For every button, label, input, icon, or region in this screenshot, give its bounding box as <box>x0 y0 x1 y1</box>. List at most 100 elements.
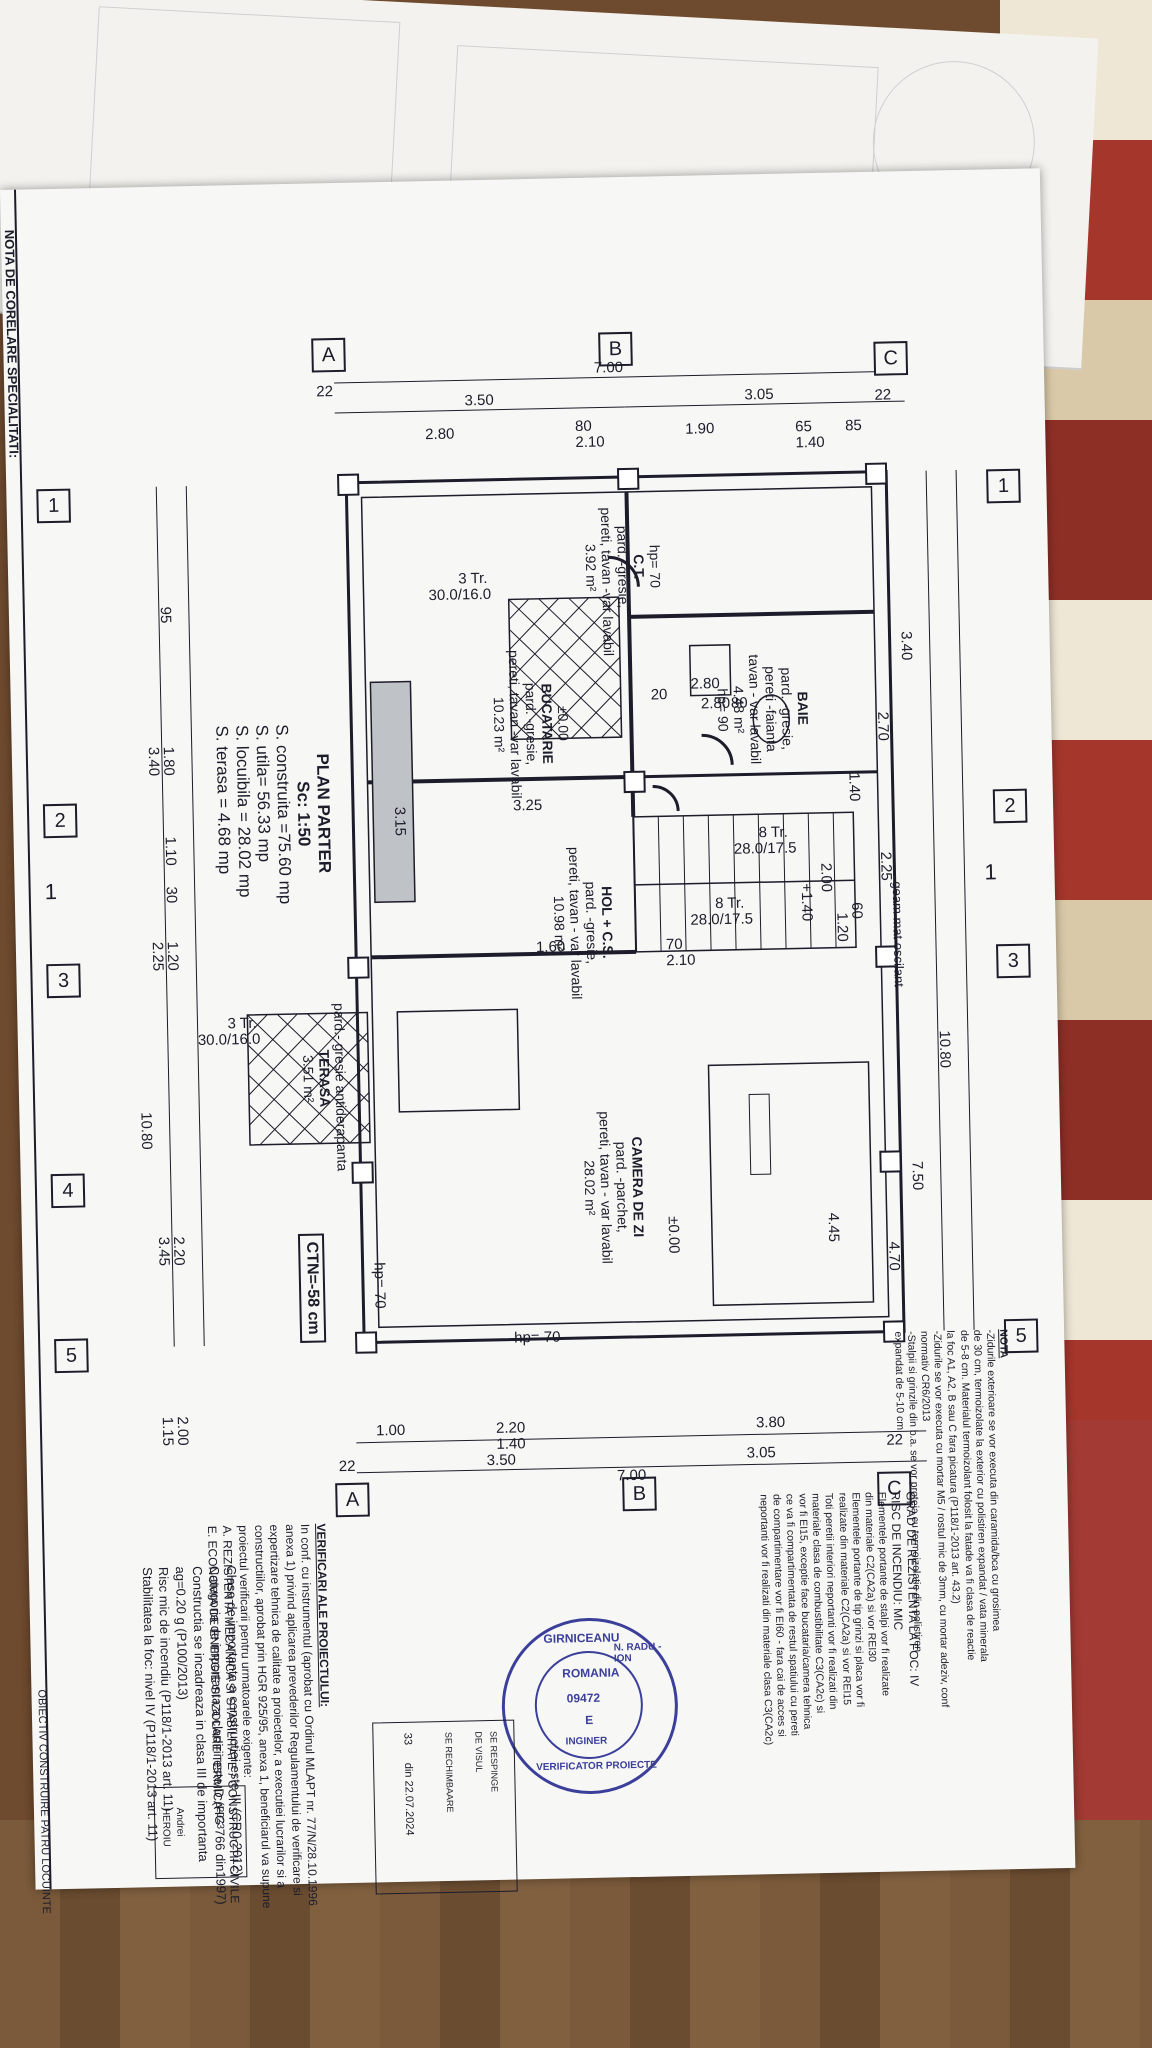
dim-top-left-sub: 2.80 <box>425 425 455 444</box>
label-315: 3.15 <box>391 806 409 837</box>
plan-scale: Sc: 1:50 <box>293 780 314 847</box>
signature-name2: HEROIU <box>159 1807 172 1847</box>
grid-marker-2-left: 2 <box>42 803 78 839</box>
stamp-number: 09472 <box>566 1690 601 1706</box>
dim-top-edge-left: 22 <box>316 383 334 401</box>
dim-top-65: 65 <box>794 418 812 436</box>
dim-bottom-380: 3.80 <box>755 1413 786 1432</box>
dim-left-total: 10.80 <box>137 1111 156 1150</box>
room-hol-name: HOL + C.S. <box>598 886 617 959</box>
grid-marker-2: 2 <box>992 788 1028 824</box>
dim-left-340: 3.40 <box>144 746 163 777</box>
dim-left-120: 1.20 <box>163 941 182 971</box>
room-terasa-area: 3.51 m² <box>299 1054 317 1103</box>
plan-summary: PLAN PARTER Sc: 1:50 S. construita =75.6… <box>211 723 335 906</box>
dim-right-140: 1.40 <box>845 772 863 802</box>
stairs-inner-1: 8 Tr. <box>758 823 788 842</box>
label-280: 2.80 <box>690 675 720 693</box>
dim-right-470: 4.70 <box>885 1241 903 1271</box>
room-terasa-finish: pard.- gresie antiderapanta <box>331 1002 351 1172</box>
grid-marker-3-left: 3 <box>46 963 81 999</box>
plan-title: PLAN PARTER <box>312 753 335 874</box>
stairs-200: 2.00 <box>817 862 835 893</box>
stairs-inner-1-dim: 28.0/17.5 <box>733 839 797 858</box>
approval-no: 33 <box>401 1732 414 1746</box>
dim-right-340: 3.40 <box>897 630 916 661</box>
dim-left-225: 2.25 <box>148 941 167 972</box>
stamp-name: GIRNICEANU <box>543 1630 620 1646</box>
grid-marker-c: C <box>873 341 909 376</box>
dim-right-270: 2.70 <box>874 711 892 742</box>
stairs-entry-right: 3 Tr. <box>227 1014 257 1033</box>
grid-marker-5-left: 5 <box>54 1338 89 1374</box>
label-325: 3.25 <box>512 796 543 815</box>
dim-top-80: 80 <box>574 417 592 436</box>
approval-line: DE VISUL <box>473 1731 485 1773</box>
room-terasa-name: TERASA <box>315 1049 334 1108</box>
label-hp70-bottom: hp= 70 <box>513 1328 561 1347</box>
dim-right-750: 7.50 <box>908 1160 927 1191</box>
room-ct: hp= 70 C.T. pard. -gresie, pereti, tavan… <box>581 506 664 657</box>
room-terasa: pard.- gresie antiderapanta TERASA 3.51 … <box>299 1002 351 1172</box>
stairs-entry-left-dim: 30.0/16.0 <box>428 585 492 605</box>
room-camera-level: ±0.00 <box>664 1215 683 1254</box>
dim-top-210: 2.10 <box>575 433 605 452</box>
floor-plan-sheet: A B C A B C 1 2 3 5 1 2 3 4 5 1 1 7.00 3… <box>0 168 1076 1914</box>
label-geam-mat: geam mat oscilant <box>889 881 907 987</box>
room-hol: HOL + C.S. pard. -gresie, pereti, tavan … <box>549 837 617 1008</box>
grid-marker-a-bottom: A <box>335 1482 370 1518</box>
dim-bottom-305: 3.05 <box>746 1444 776 1462</box>
room-ct-walls: pereti, tavan -var lavabil <box>597 507 617 657</box>
surface-construita: S. construita =75.60 mp <box>272 724 296 905</box>
room-baie-name: BAIE <box>794 691 812 726</box>
approval-box: SE RESPINGE DE VISUL SE RECHIMBAARE 33 d… <box>372 1719 518 1895</box>
dim-bottom-220: 2.20 <box>495 1419 526 1437</box>
label-70: 70 <box>665 935 683 954</box>
dim-bottom-overall: 7.00 <box>616 1466 647 1485</box>
approval-line: SE RESPINGE <box>488 1730 500 1793</box>
approval-line: SE RECHIMBAARE <box>443 1731 456 1813</box>
classification-block: Clasa de importanta a constructiei este … <box>138 1565 247 1957</box>
grid-marker-1-left: 1 <box>36 488 71 524</box>
floor-plan-drawing <box>155 370 975 1474</box>
grid-marker-a: A <box>311 337 346 373</box>
dim-right-60: 60 <box>848 902 866 920</box>
dim-top-overall: 7.00 <box>593 358 624 377</box>
dim-left-30: 30 <box>162 886 180 904</box>
dim-bottom-100: 1.00 <box>375 1421 406 1440</box>
dim-left-115: 1.15 <box>158 1416 177 1447</box>
surface-utila: S. utila= 56.33 mp <box>252 724 275 863</box>
signature-box: Andrei HEROIU 2023 <box>153 1785 248 1880</box>
stairs-inner-2-dim: 28.0/17.5 <box>690 910 754 929</box>
stamp-letter: E <box>585 1712 594 1728</box>
fire-resistance-block: GRAD DE REZISTENTA LA FOC: IV RISC DE IN… <box>756 1491 923 1794</box>
room-bucatarie-finish: pard. -gresie, <box>522 682 540 766</box>
dim-left-95: 95 <box>156 606 175 624</box>
stamp-role: INGINER <box>565 1735 608 1748</box>
surface-terasa: S. terasa = 4.68 mp <box>212 725 235 875</box>
stairs-inner-2: 8 Tr. <box>714 894 745 913</box>
dim-top-left: 3.50 <box>464 391 494 410</box>
dim-bottom-edge: 22 <box>338 1457 356 1476</box>
dim-top-140: 1.40 <box>795 433 825 452</box>
label-80: 80 <box>730 694 748 712</box>
room-baie-finish: pard. -gresie, <box>778 667 796 751</box>
outer-wall <box>344 469 906 1345</box>
stamp-bottom: VERIFICATOR PROIECTE <box>536 1759 658 1774</box>
section-marker-right: 1 <box>984 859 998 885</box>
dim-right-total: 10.80 <box>935 1030 954 1069</box>
room-ct-area: 3.92 m² <box>582 543 600 592</box>
label-280b: 2.80 <box>700 694 731 713</box>
room-camera-name: CAMERA DE ZI <box>628 1136 648 1238</box>
signature-name1: Andrei <box>173 1807 186 1837</box>
dim-top-right: 3.05 <box>744 385 774 404</box>
room-bucatarie-level: ±0.00 <box>554 705 572 741</box>
dim-left-110: 1.10 <box>161 836 180 866</box>
room-bucatarie: ±0.00 BUCATARIE pard. -gresie, pereti, t… <box>489 648 573 800</box>
dim-left-180: 1.80 <box>159 746 178 776</box>
stairs-entry-right-dim: 30.0/16.0 <box>197 1030 261 1050</box>
label-160: 1.60 <box>535 938 566 956</box>
dim-left-200: 2.00 <box>173 1416 192 1446</box>
approval-date: din 22.07.2024 <box>402 1762 416 1836</box>
dim-left-220: 2.20 <box>169 1236 188 1266</box>
